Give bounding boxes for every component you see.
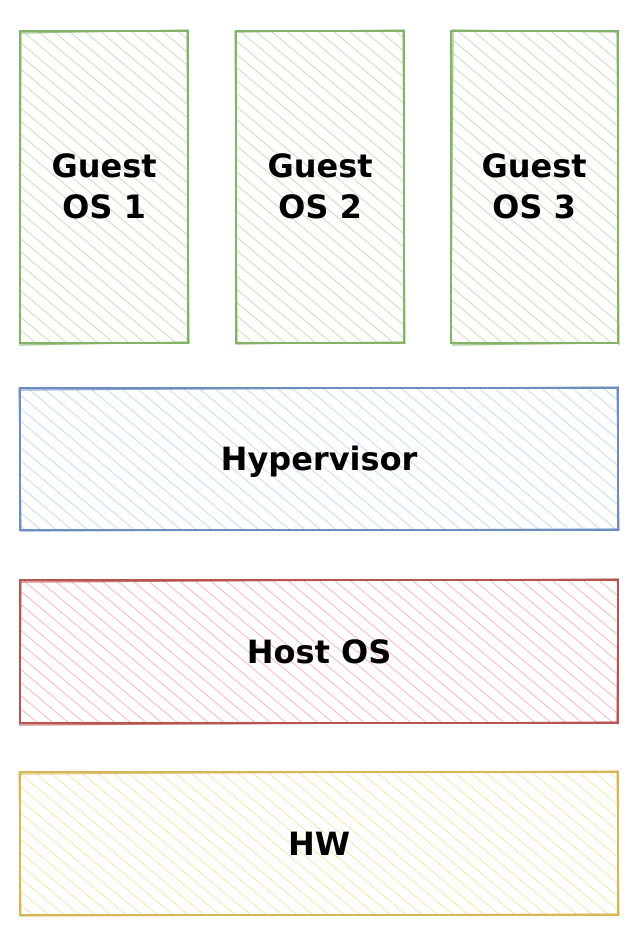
guest-os-3-label-line1: Guest [481,147,586,185]
guest-os-1-box: Guest OS 1 [18,29,191,346]
guest-os-3-box: Guest OS 3 [450,29,620,346]
guest-os-1-label-line1: Guest [51,147,156,185]
guest-os-1-label-line2: OS 1 [62,188,146,226]
guest-os-2-box: Guest OS 2 [234,29,406,345]
guest-os-2-label-line1: Guest [267,147,372,185]
hypervisor-label: Hypervisor [221,440,418,478]
host-os-box: Host OS [18,578,620,726]
hw-label: HW [288,825,350,863]
host-os-label: Host OS [247,633,392,671]
guest-os-2-label-line2: OS 2 [278,188,362,226]
hypervisor-box: Hypervisor [18,386,620,532]
hw-box: HW [18,770,620,917]
guest-os-3-label-line2: OS 3 [492,188,576,226]
